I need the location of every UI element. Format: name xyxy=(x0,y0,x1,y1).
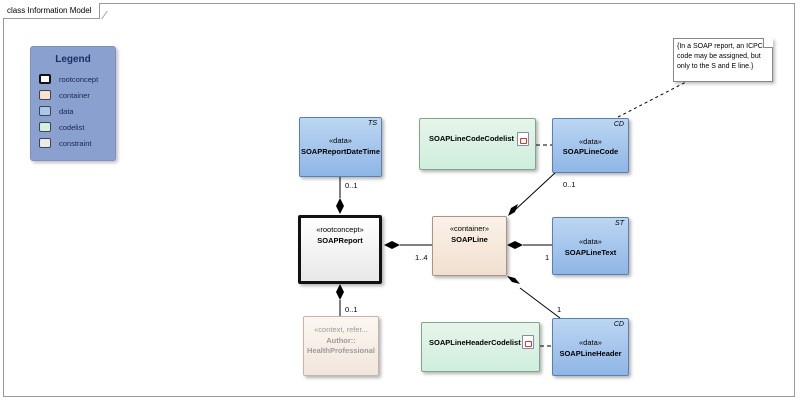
multiplicity-line: 1..4 xyxy=(415,253,428,262)
multiplicity-line-text: 1 xyxy=(545,253,550,262)
stereotype: «data» xyxy=(579,338,602,347)
legend-label: constraint xyxy=(59,139,92,148)
stereotype: «rootconcept» xyxy=(316,225,364,234)
type-tag: ST xyxy=(615,220,624,227)
stereotype: «data» xyxy=(329,136,352,145)
stereotype: «data» xyxy=(579,137,602,146)
diagram-title: class Information Model xyxy=(3,3,101,19)
diamond-line-top xyxy=(508,204,518,216)
stereotype: «data» xyxy=(579,237,602,246)
class-name: SOAPLineCodeCodelist xyxy=(429,134,515,143)
class-soap-line[interactable]: «container» SOAPLine xyxy=(432,216,507,276)
diamond-line-right xyxy=(507,241,523,249)
class-soap-line-header-codelist[interactable]: SOAPLineHeaderCodelist xyxy=(421,322,540,372)
class-name: SOAPLineText xyxy=(564,248,617,257)
legend-swatch xyxy=(39,90,51,100)
class-author-health-professional[interactable]: «context, refer... Author:: HealthProfes… xyxy=(303,316,379,376)
legend-swatch xyxy=(39,122,51,132)
class-soap-line-header[interactable]: CD «data» SOAPLineHeader xyxy=(552,318,629,376)
link-note xyxy=(617,79,691,118)
legend-label: codelist xyxy=(59,123,85,132)
class-name-line2: HealthProfessional xyxy=(307,346,375,355)
link-line-code xyxy=(514,171,557,211)
legend-title: Legend xyxy=(55,54,91,65)
multiplicity-report-date-time: 0..1 xyxy=(345,181,358,190)
class-name: SOAPLineHeader xyxy=(559,349,622,358)
note-text: {In a SOAP report, an ICPC code may be a… xyxy=(677,43,763,70)
type-tag: CD xyxy=(613,121,624,128)
legend-label: container xyxy=(59,91,90,100)
class-name: SOAPLine xyxy=(451,235,488,244)
class-name: SOAPLineHeaderCodelist xyxy=(429,338,521,347)
multiplicity-line-header: 1 xyxy=(557,305,562,314)
diamond-report-bottom xyxy=(336,284,344,300)
class-soap-report[interactable]: «rootconcept» SOAPReport xyxy=(298,215,382,284)
class-name-line1: Author:: xyxy=(326,336,356,345)
codelist-icon xyxy=(522,335,534,349)
class-name: SOAPLineCode xyxy=(562,147,619,156)
link-line-header xyxy=(519,287,561,319)
diagram-frame xyxy=(3,3,795,397)
legend-swatch xyxy=(39,74,51,84)
legend-label: data xyxy=(59,107,74,116)
codelist-icon xyxy=(517,132,529,146)
constraint-note[interactable]: {In a SOAP report, an ICPC code may be a… xyxy=(673,38,773,82)
class-name: SOAPReportDateTime xyxy=(300,147,381,156)
diamond-report-right xyxy=(384,241,400,249)
class-soap-line-code-codelist[interactable]: SOAPLineCodeCodelist xyxy=(419,118,536,170)
type-tag: CD xyxy=(613,321,624,328)
legend: Legend rootconcept container data codeli… xyxy=(30,46,116,161)
legend-swatch xyxy=(39,138,51,148)
class-name: SOAPReport xyxy=(317,236,363,245)
class-soap-line-text[interactable]: ST «data» SOAPLineText xyxy=(552,217,629,275)
multiplicity-line-code: 0..1 xyxy=(563,180,576,189)
diamond-report-top xyxy=(336,198,344,214)
legend-swatch xyxy=(39,106,51,116)
class-soap-line-code[interactable]: CD «data» SOAPLineCode xyxy=(552,118,629,173)
stereotype: «container» xyxy=(449,224,490,233)
multiplicity-author: 0..1 xyxy=(345,305,358,314)
type-tag: TS xyxy=(368,120,377,127)
diamond-line-bottom xyxy=(507,276,520,284)
legend-label: rootconcept xyxy=(59,75,99,84)
class-soap-report-date-time[interactable]: TS «data» SOAPReportDateTime xyxy=(299,117,382,177)
stereotype: «context, refer... xyxy=(314,325,368,334)
